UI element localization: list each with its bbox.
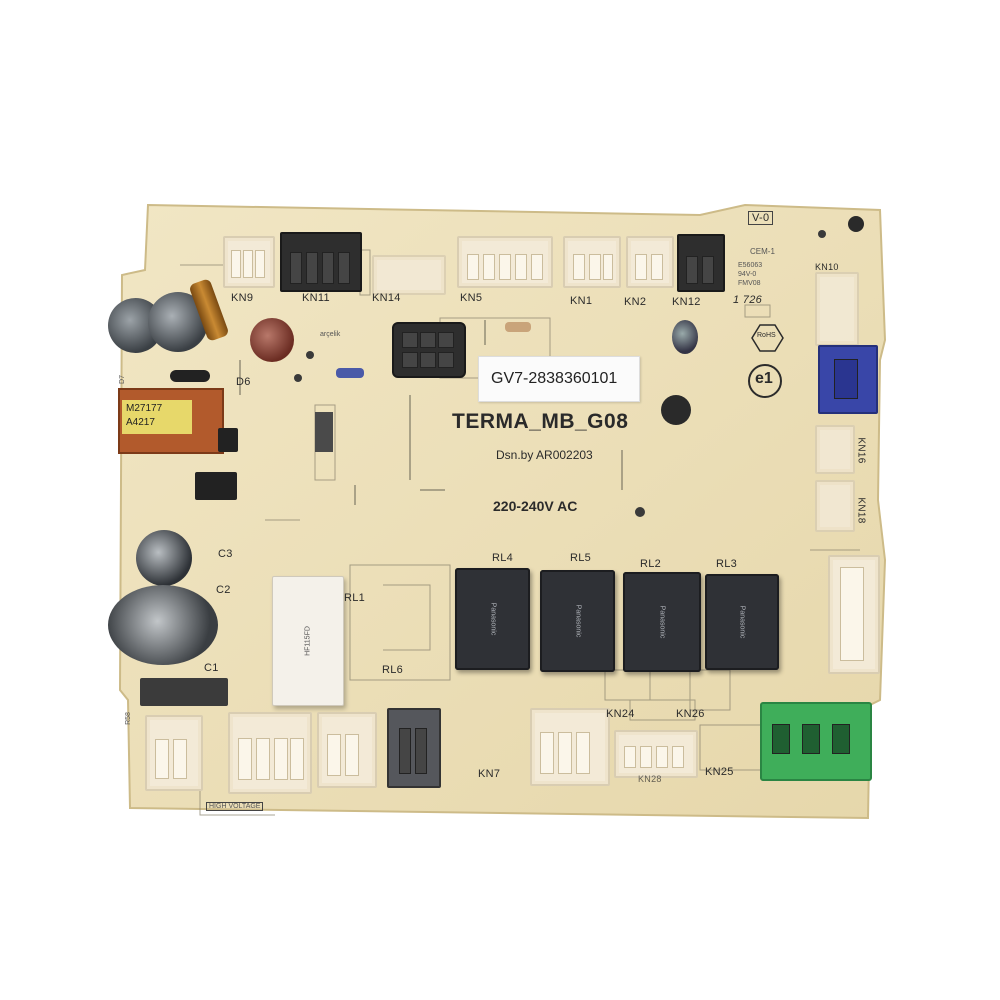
label-kn16: KN16 [855, 437, 867, 464]
board-designer: Dsn.by AR002203 [496, 448, 593, 462]
connector-kn16 [815, 425, 855, 474]
connector-kn11 [280, 232, 362, 292]
capacitor-c3 [136, 530, 192, 586]
connector-right-long [828, 555, 880, 674]
board-ul-suffix: FMV08 [738, 280, 761, 287]
ic-chip-small [218, 428, 238, 452]
serial-sticker-text: GV7-2838360101 [491, 370, 618, 387]
label-rl3: RL3 [716, 558, 738, 570]
label-kn5: KN5 [460, 292, 483, 304]
relay-rl3: Panasonic [705, 574, 779, 670]
capacitor-small-top [672, 320, 698, 354]
brand-mark: arçelik [320, 331, 341, 338]
label-kn26: KN26 [676, 708, 705, 720]
label-c1: C1 [204, 662, 219, 674]
ic-chip-left [195, 472, 237, 500]
e-mark: e1 [755, 370, 773, 387]
resistor-top [505, 322, 531, 332]
label-kn24: KN24 [606, 708, 635, 720]
connector-bottom-4 [530, 708, 610, 786]
sticker-bar [315, 412, 333, 452]
rohs-mark: RoHS [757, 332, 776, 339]
serial-sticker: GV7-2838360101 [478, 356, 640, 402]
label-kn14: KN14 [372, 292, 401, 304]
label-kn11: KN11 [302, 292, 330, 304]
connector-bottom-grey [387, 708, 441, 788]
transformer-label [122, 400, 192, 434]
connector-kn9 [223, 236, 275, 288]
relay-rl2-print: Panasonic [658, 605, 666, 639]
relay-rl2: Panasonic [623, 572, 701, 672]
connector-kn18 [815, 480, 855, 532]
transformer-text-2: A4217 [126, 417, 155, 428]
label-d7: D7 [118, 375, 126, 384]
capacitor-c2 [108, 585, 218, 665]
label-rl6: RL6 [382, 664, 404, 676]
transformer-text-1: M27177 [126, 403, 163, 414]
label-kn2: KN2 [624, 296, 647, 308]
board-voltage: 220-240V AC [493, 498, 578, 514]
board-date-code: 1 726 [733, 294, 763, 306]
connector-bottom-2 [228, 712, 312, 794]
connector-6pin-center [392, 322, 466, 378]
green-terminal-block [760, 702, 872, 781]
label-c2: C2 [216, 584, 231, 596]
relay-rl3-print: Panasonic [738, 605, 746, 639]
label-c3: C3 [218, 548, 233, 560]
transformer: M27177 A4217 [118, 388, 224, 454]
label-rl5: RL5 [570, 552, 592, 564]
connector-kn2 [626, 236, 674, 288]
connector-kn12 [677, 234, 725, 292]
label-d6: D6 [236, 376, 251, 388]
label-kn18: KN18 [855, 497, 867, 524]
resistor-blue [336, 368, 364, 378]
relay-rl1-print: HF115FD [304, 626, 312, 656]
connector-kn28 [614, 730, 698, 778]
board-ul-code: E56063 [738, 262, 763, 269]
connector-blue [818, 345, 878, 414]
label-kn28: KN28 [638, 774, 662, 784]
label-kn10: KN10 [815, 262, 839, 272]
connector-bottom-1 [145, 715, 203, 791]
label-kn12: KN12 [672, 296, 701, 308]
board-cert: CEM-1 [750, 247, 775, 256]
label-kn25: KN25 [705, 766, 734, 778]
label-r58: R58 [124, 712, 132, 725]
label-rl2: RL2 [640, 558, 662, 570]
relay-rl4: Panasonic [455, 568, 530, 670]
label-rl1: RL1 [344, 592, 366, 604]
relay-rl5: Panasonic [540, 570, 615, 672]
label-kn1: KN1 [570, 295, 593, 307]
relay-rl5-print: Panasonic [574, 604, 581, 638]
label-kn7: KN7 [478, 768, 501, 780]
high-voltage-mark: HIGH VOLTAGE [206, 802, 264, 811]
board-model: TERMA_MB_G08 [452, 410, 629, 433]
connector-kn5 [457, 236, 553, 288]
relay-rl1: HF115FD [272, 576, 344, 706]
relay-rl4-print: Panasonic [489, 602, 496, 636]
connector-kn14 [372, 255, 446, 295]
diode-d6 [170, 370, 210, 382]
label-rl4: RL4 [492, 552, 514, 564]
board-flame: 94V-0 [738, 271, 757, 278]
bridge-rectifier [140, 678, 228, 706]
connector-kn1 [563, 236, 621, 288]
connector-kn10 [815, 272, 859, 346]
label-kn9: KN9 [231, 292, 254, 304]
connector-bottom-3 [317, 712, 377, 788]
board-revision: V-0 [748, 211, 774, 225]
capacitor-brown [250, 318, 294, 362]
